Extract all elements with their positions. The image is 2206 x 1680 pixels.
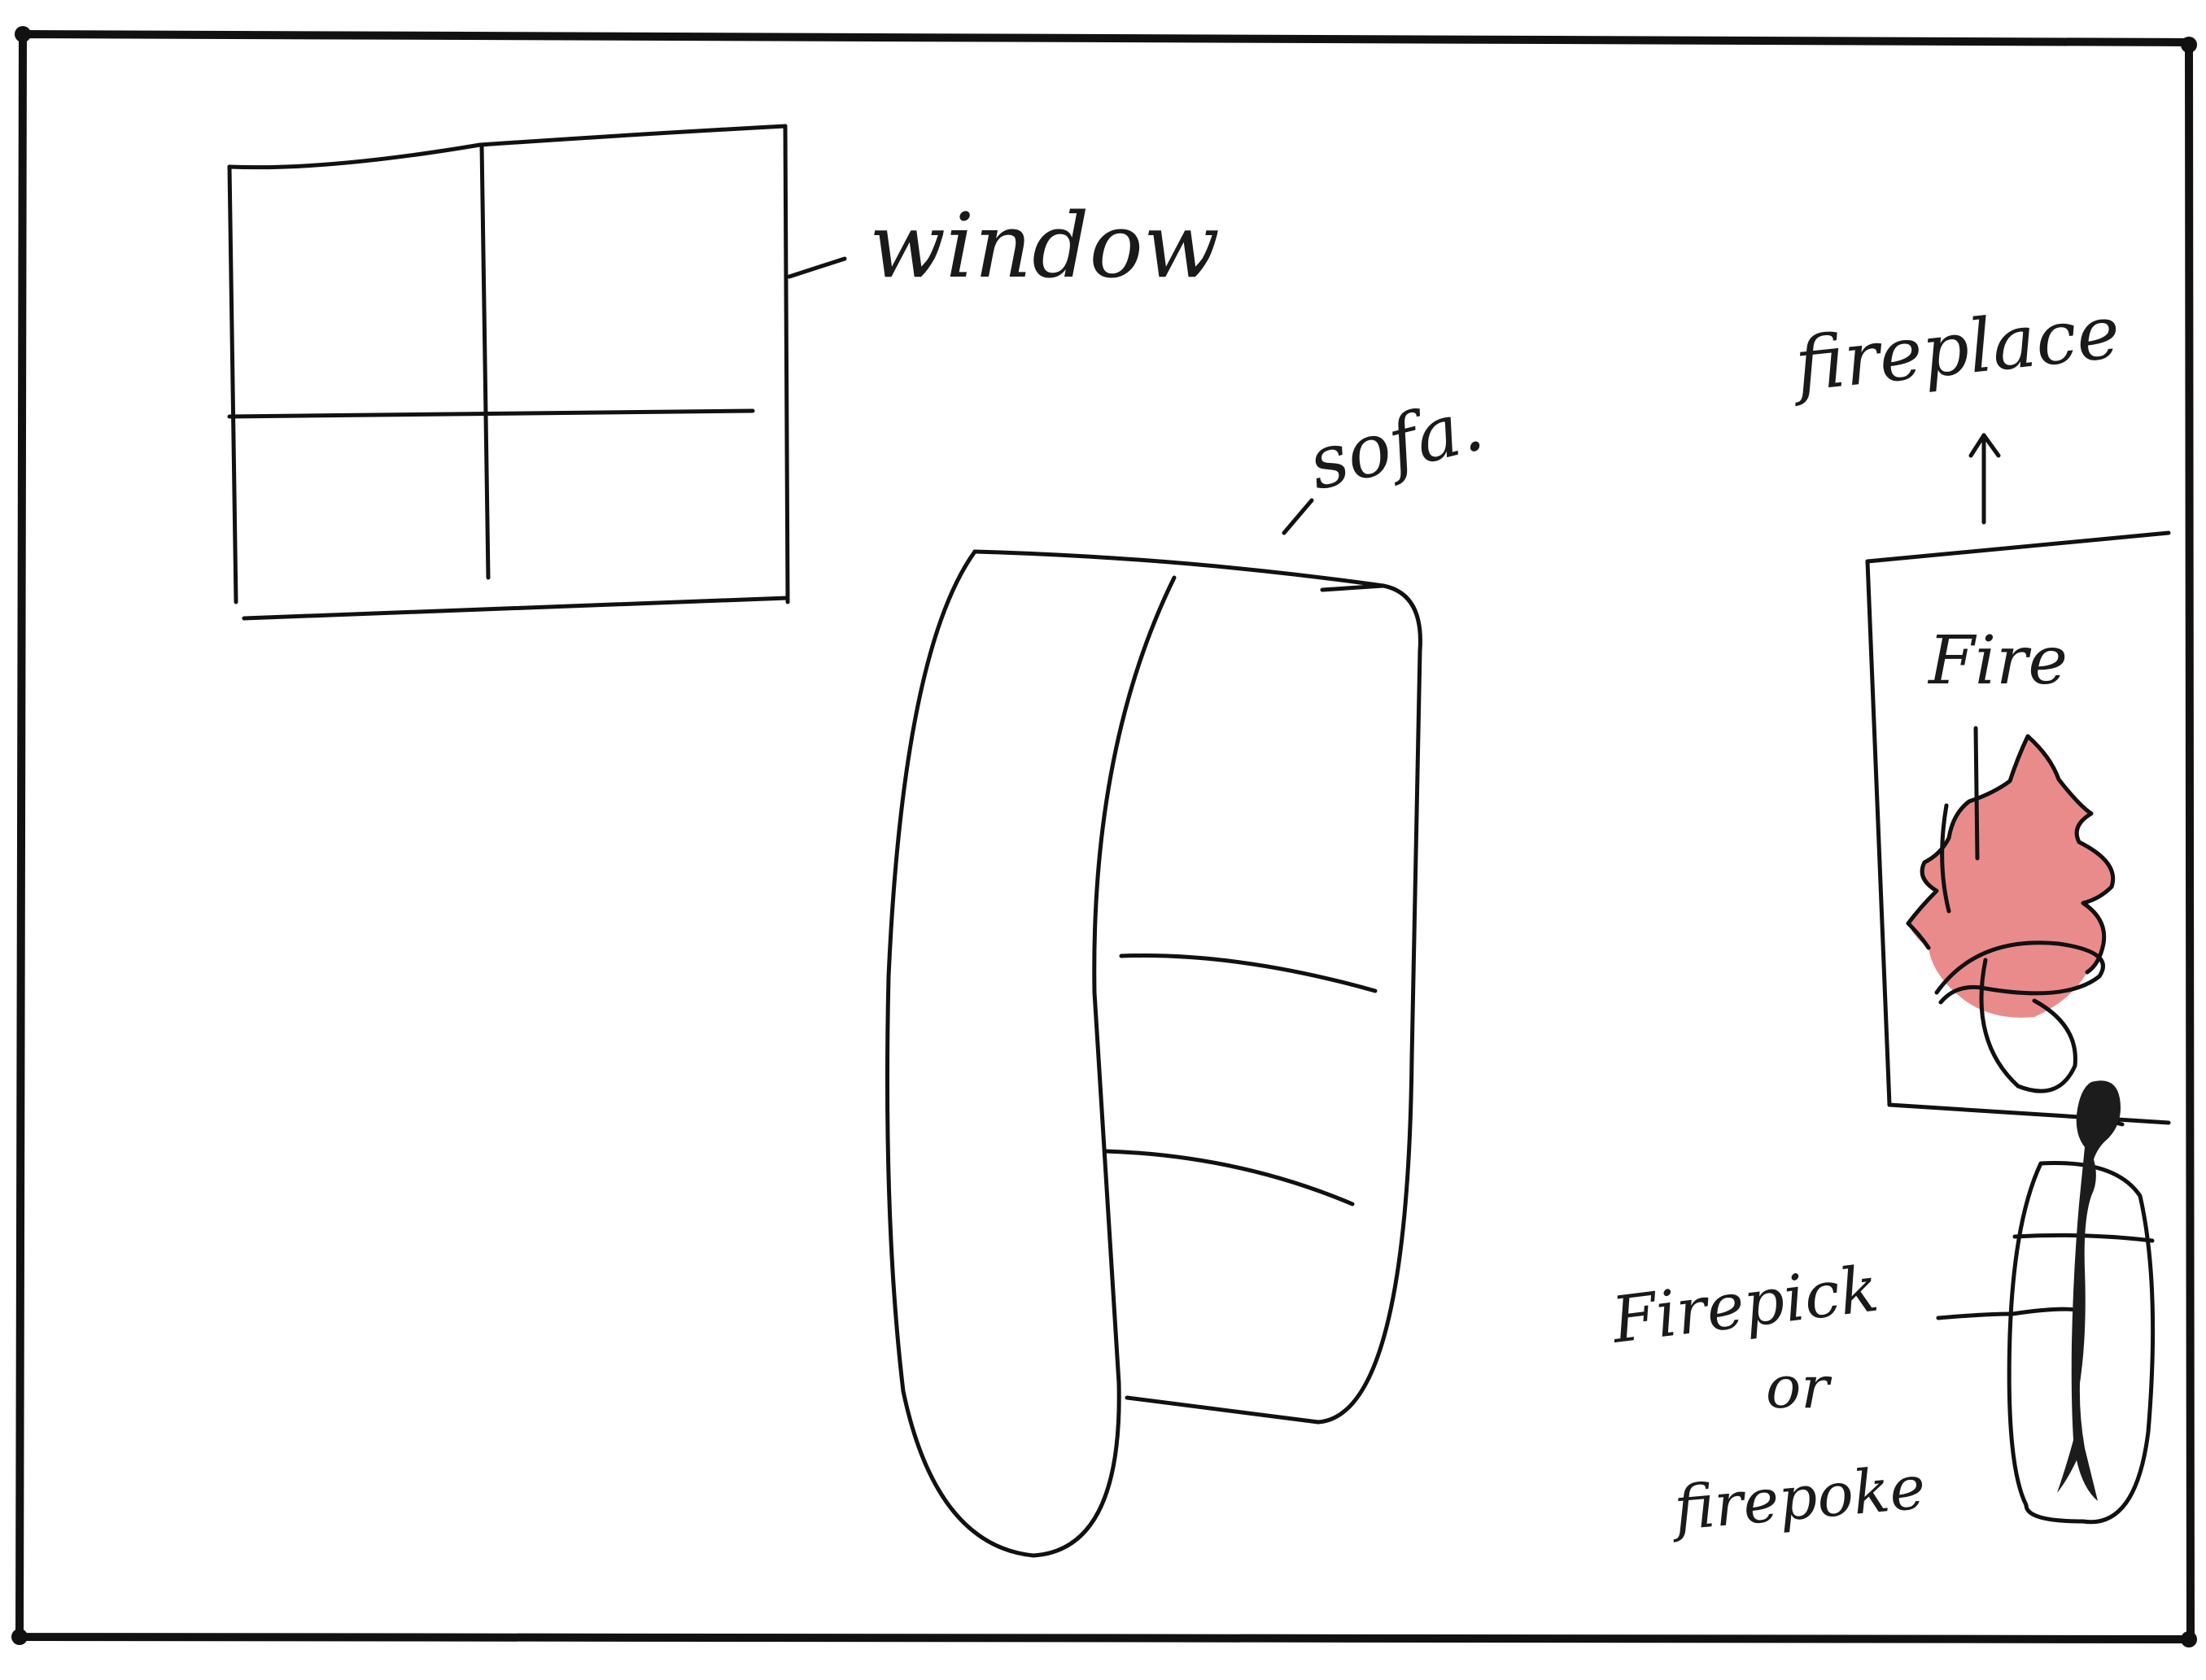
fire-label: Fire <box>1927 622 2068 700</box>
frame-corner-bottom-left <box>11 1629 28 1645</box>
frame-corner-top-right <box>2181 37 2197 53</box>
frame-corner-bottom-right <box>2181 1631 2197 1647</box>
window-leader-line <box>787 256 847 279</box>
firepick-handle <box>2057 1080 2121 1501</box>
fireplace-label: fireplace <box>1786 290 2124 409</box>
fire-flame <box>1908 736 2113 1018</box>
sofa-label: sofa. <box>1300 382 1492 507</box>
frame-corner-top-left <box>15 26 31 42</box>
firepick-drawing <box>1936 1080 2156 1525</box>
firepick-leader-line <box>1936 1311 2015 1320</box>
firepick-label-line3: firepoke <box>1667 1452 1928 1544</box>
firepick-label-line2: or <box>1766 1353 1832 1421</box>
fireplace-drawing <box>1865 433 2171 1125</box>
window-label: window <box>869 194 1220 298</box>
firepick-label-line1: Firepick <box>1606 1253 1882 1359</box>
fire-drawing <box>1906 726 2116 1093</box>
sofa-drawing <box>885 498 1422 1558</box>
window-drawing <box>227 124 847 621</box>
sofa-leader-line <box>1282 498 1314 535</box>
